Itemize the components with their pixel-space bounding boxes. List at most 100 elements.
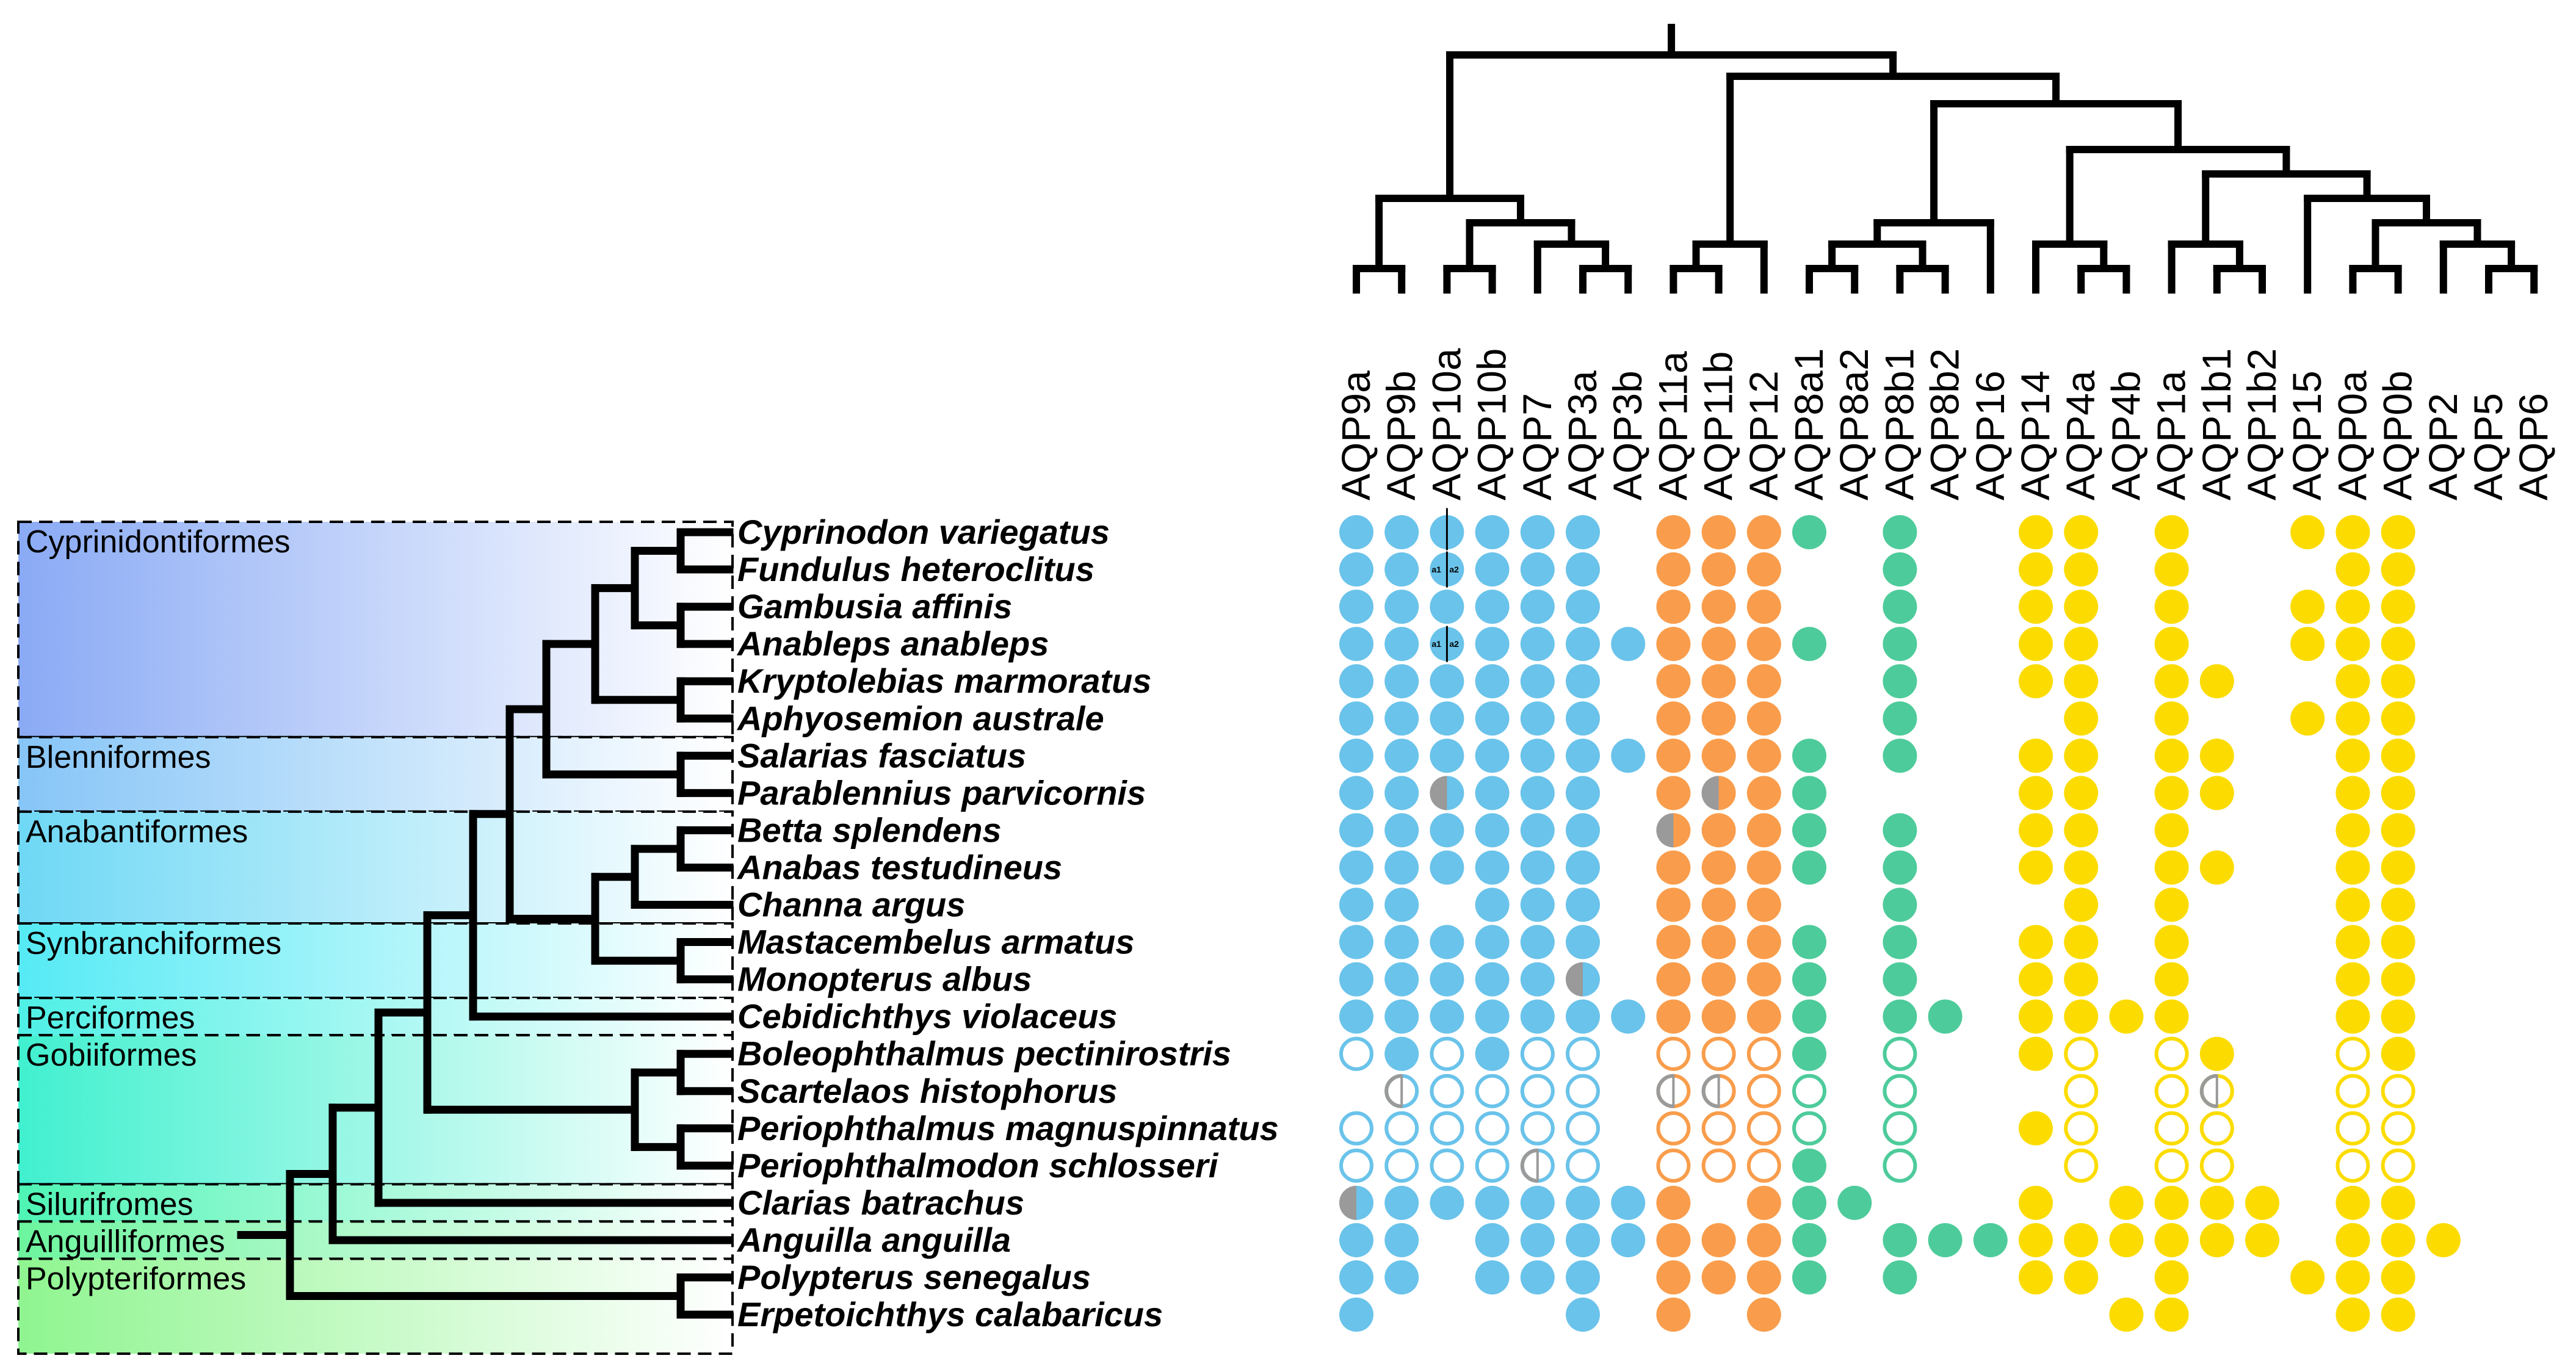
presence-dot-filled [1792,999,1826,1034]
gene-label: AQP3b [1605,370,1650,500]
gene-label: AQP4b [2103,370,2148,500]
presence-dot-open [1701,1111,1736,1146]
gene-label: AQP11b [1696,351,1741,500]
gene-label: AQP16 [1967,370,2013,500]
gene-label: AQP14 [2013,370,2058,500]
presence-dot-filled [2381,627,2415,662]
presence-dot-filled [1566,590,1600,624]
presence-dot-open [1701,1148,1736,1183]
species-label: Periophthalmodon schlosseri [737,1146,1219,1185]
gene-label: AQP11a [1650,351,1695,500]
presence-dot-filled [1339,887,1373,922]
presence-dot-filled [1339,999,1373,1034]
presence-dot-filled [1701,515,1736,549]
presence-dot-filled [1792,813,1826,848]
gene-label: AQP0a [2329,370,2375,500]
presence-dot-open [1746,1036,1781,1071]
presence-dot-open [1566,1074,1600,1108]
presence-dot-filled [2064,999,2099,1034]
presence-dot-filled [1656,1185,1691,1220]
presence-dot-filled [2335,701,2370,736]
presence-dot-filled [2064,515,2099,549]
presence-dot-filled [1746,627,1781,662]
presence-dot-open [1566,1148,1600,1183]
presence-dot-filled [1520,627,1555,662]
presence-dot-filled [1430,590,1464,624]
presence-dot-filled [1566,925,1600,959]
presence-dot-filled [1746,1185,1781,1220]
presence-dot-filled [2335,738,2370,773]
presence-dot-filled [2109,1185,2144,1220]
presence-dot-filled [1520,962,1555,997]
presence-dot-open [2335,1148,2370,1183]
gene-label: AQP1b1 [2194,348,2239,501]
presence-dot-filled [2064,925,2099,959]
presence-dot-filled [1746,664,1781,699]
presence-dot-filled [2154,850,2189,885]
presence-dot-filled [2335,627,2370,662]
presence-dot-filled [1384,701,1419,736]
presence-dot-filled [1883,738,1917,773]
presence-dot-filled [1656,1222,1691,1257]
presence-dot-filled [2335,1260,2370,1294]
gene-label: AQP0b [2375,370,2420,500]
presence-dot-filled [1566,1185,1600,1220]
presence-dot-half-grey [1656,813,1674,848]
presence-dot-filled [1566,1298,1600,1332]
species-label: Parablennius parvicornis [737,773,1146,812]
presence-dot-filled [1973,1222,2008,1257]
presence-dot-filled [1339,1260,1373,1294]
order-label-perciformes: Perciformes [26,1000,195,1036]
presence-dot-filled [1928,999,1963,1034]
species-label: Kryptolebias marmoratus [737,662,1151,700]
presence-dot-filled [1701,887,1736,922]
presence-dot-filled [1746,962,1781,997]
order-panels: CyprinidontiformesBlenniformesAnabantifo… [17,521,734,1356]
presence-dot-half-grey [2199,1074,2217,1108]
presence-dot-filled [2154,1298,2189,1332]
order-label-polypteriformes: Polypteriformes [26,1261,246,1296]
presence-dot-filled [1384,962,1419,997]
presence-dot-filled [1656,552,1691,587]
presence-dot-filled [2290,590,2325,624]
presence-dot-filled [1566,701,1600,736]
presence-dot-filled [2381,701,2415,736]
presence-dot-filled [1520,850,1555,885]
presence-dot-filled [1883,1222,1917,1257]
presence-dot-filled [1475,1185,1510,1220]
presence-dot-filled [2019,1222,2053,1257]
presence-dot-filled [2154,1222,2189,1257]
presence-dot-open [2064,1111,2099,1146]
presence-dot-filled [2109,1298,2144,1332]
presence-dot-open [1430,1111,1464,1146]
presence-dot-filled [2199,738,2234,773]
presence-dot-filled [1701,738,1736,773]
presence-dot-filled [2426,1222,2461,1257]
presence-dot-filled [2064,664,2099,699]
presence-dot-filled [2154,887,2189,922]
presence-dot-filled [2019,1036,2053,1071]
presence-dot-filled [1566,776,1600,811]
presence-dot-filled [2154,627,2189,662]
presence-dot-filled [2335,1185,2370,1220]
presence-dot-filled [2019,1185,2053,1220]
presence-dot-filled [1883,627,1917,662]
presence-dot-filled [2154,1260,2189,1294]
presence-dot-filled [2335,999,2370,1034]
presence-dot-filled [1384,627,1419,662]
presence-dot-filled [2109,1222,2144,1257]
presence-dot-filled [1520,590,1555,624]
presence-dot-filled [1566,813,1600,848]
presence-dot-filled [2019,590,2053,624]
presence-dot-open [1430,1148,1464,1183]
presence-dot-filled [2154,552,2189,587]
presence-dot-filled [2381,1222,2415,1257]
presence-dot-filled [1520,1185,1555,1220]
presence-dot-half-grey [1430,776,1447,811]
species-label: Fundulus heteroclitus [737,550,1094,588]
presence-dot-filled [1656,590,1691,624]
presence-dot-filled [1339,925,1373,959]
presence-dot-filled [2335,664,2370,699]
split-label-a2: a2 [1449,565,1459,574]
presence-dot-filled [1792,925,1826,959]
